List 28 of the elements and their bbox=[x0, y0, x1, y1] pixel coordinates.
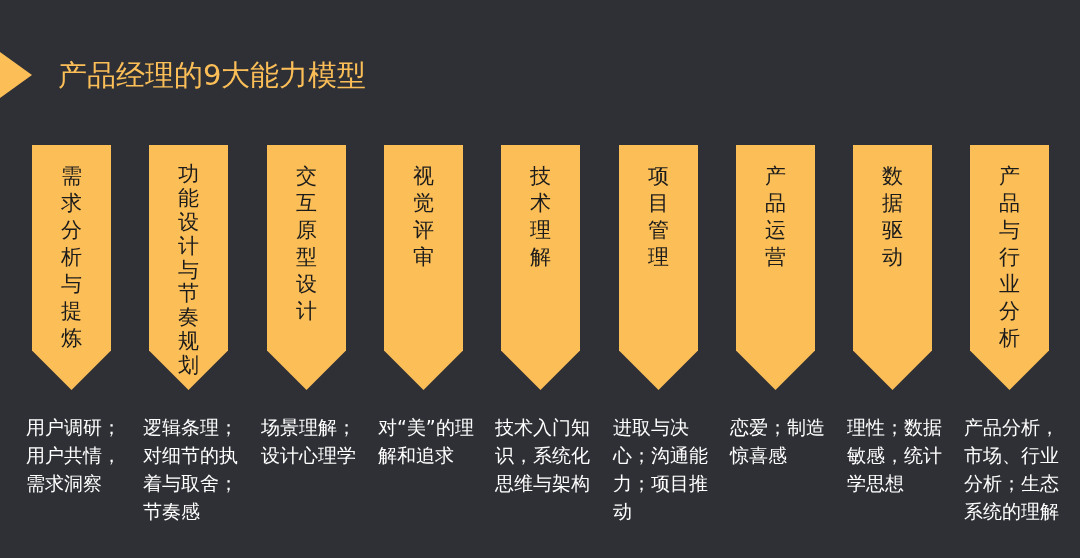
pennant-banner bbox=[619, 145, 698, 390]
description-text: 恋爱；制造惊喜感 bbox=[730, 415, 826, 468]
pennant-banner bbox=[32, 145, 111, 390]
description-text: 逻辑条理；对细节的执着与取舍；节奏感 bbox=[143, 415, 239, 524]
banner-label: 技术理解 bbox=[530, 163, 551, 271]
description-text: 场景理解；设计心理学 bbox=[261, 415, 357, 468]
banner-label: 项目管理 bbox=[648, 163, 669, 271]
banner-label: 数据驱动 bbox=[882, 163, 903, 271]
banner-label: 需求分析与提炼 bbox=[61, 163, 82, 352]
pennant-banner bbox=[267, 145, 346, 390]
title: 产品经理的9大能力模型 bbox=[58, 57, 367, 94]
description-text: 理性；数据敏感，统计学思想 bbox=[847, 415, 943, 496]
pennant-banner bbox=[501, 145, 580, 390]
pennant-banner bbox=[149, 145, 228, 390]
pennant-banner bbox=[384, 145, 463, 390]
pennant-banner bbox=[970, 145, 1049, 390]
description-text: 对“美”的理解和追求 bbox=[378, 415, 475, 468]
description-text: 进取与决心；沟通能力；项目推动 bbox=[613, 415, 709, 524]
description-text: 产品分析，市场、行业分析；生态系统的理解 bbox=[964, 415, 1060, 524]
banner-label: 产品运营 bbox=[765, 163, 786, 271]
pennant-banner bbox=[853, 145, 932, 390]
banner-label: 交互原型设计 bbox=[296, 163, 317, 325]
banner-label: 视觉评审 bbox=[413, 163, 434, 271]
description-text: 技术入门知识，系统化思维与架构 bbox=[495, 415, 591, 496]
banner-label: 功能设计与节奏规划 bbox=[178, 163, 199, 378]
banner-label: 产品与行业分析 bbox=[999, 163, 1020, 352]
pennant-banner bbox=[736, 145, 815, 390]
description-text: 用户调研；用户共情，需求洞察 bbox=[26, 415, 122, 496]
